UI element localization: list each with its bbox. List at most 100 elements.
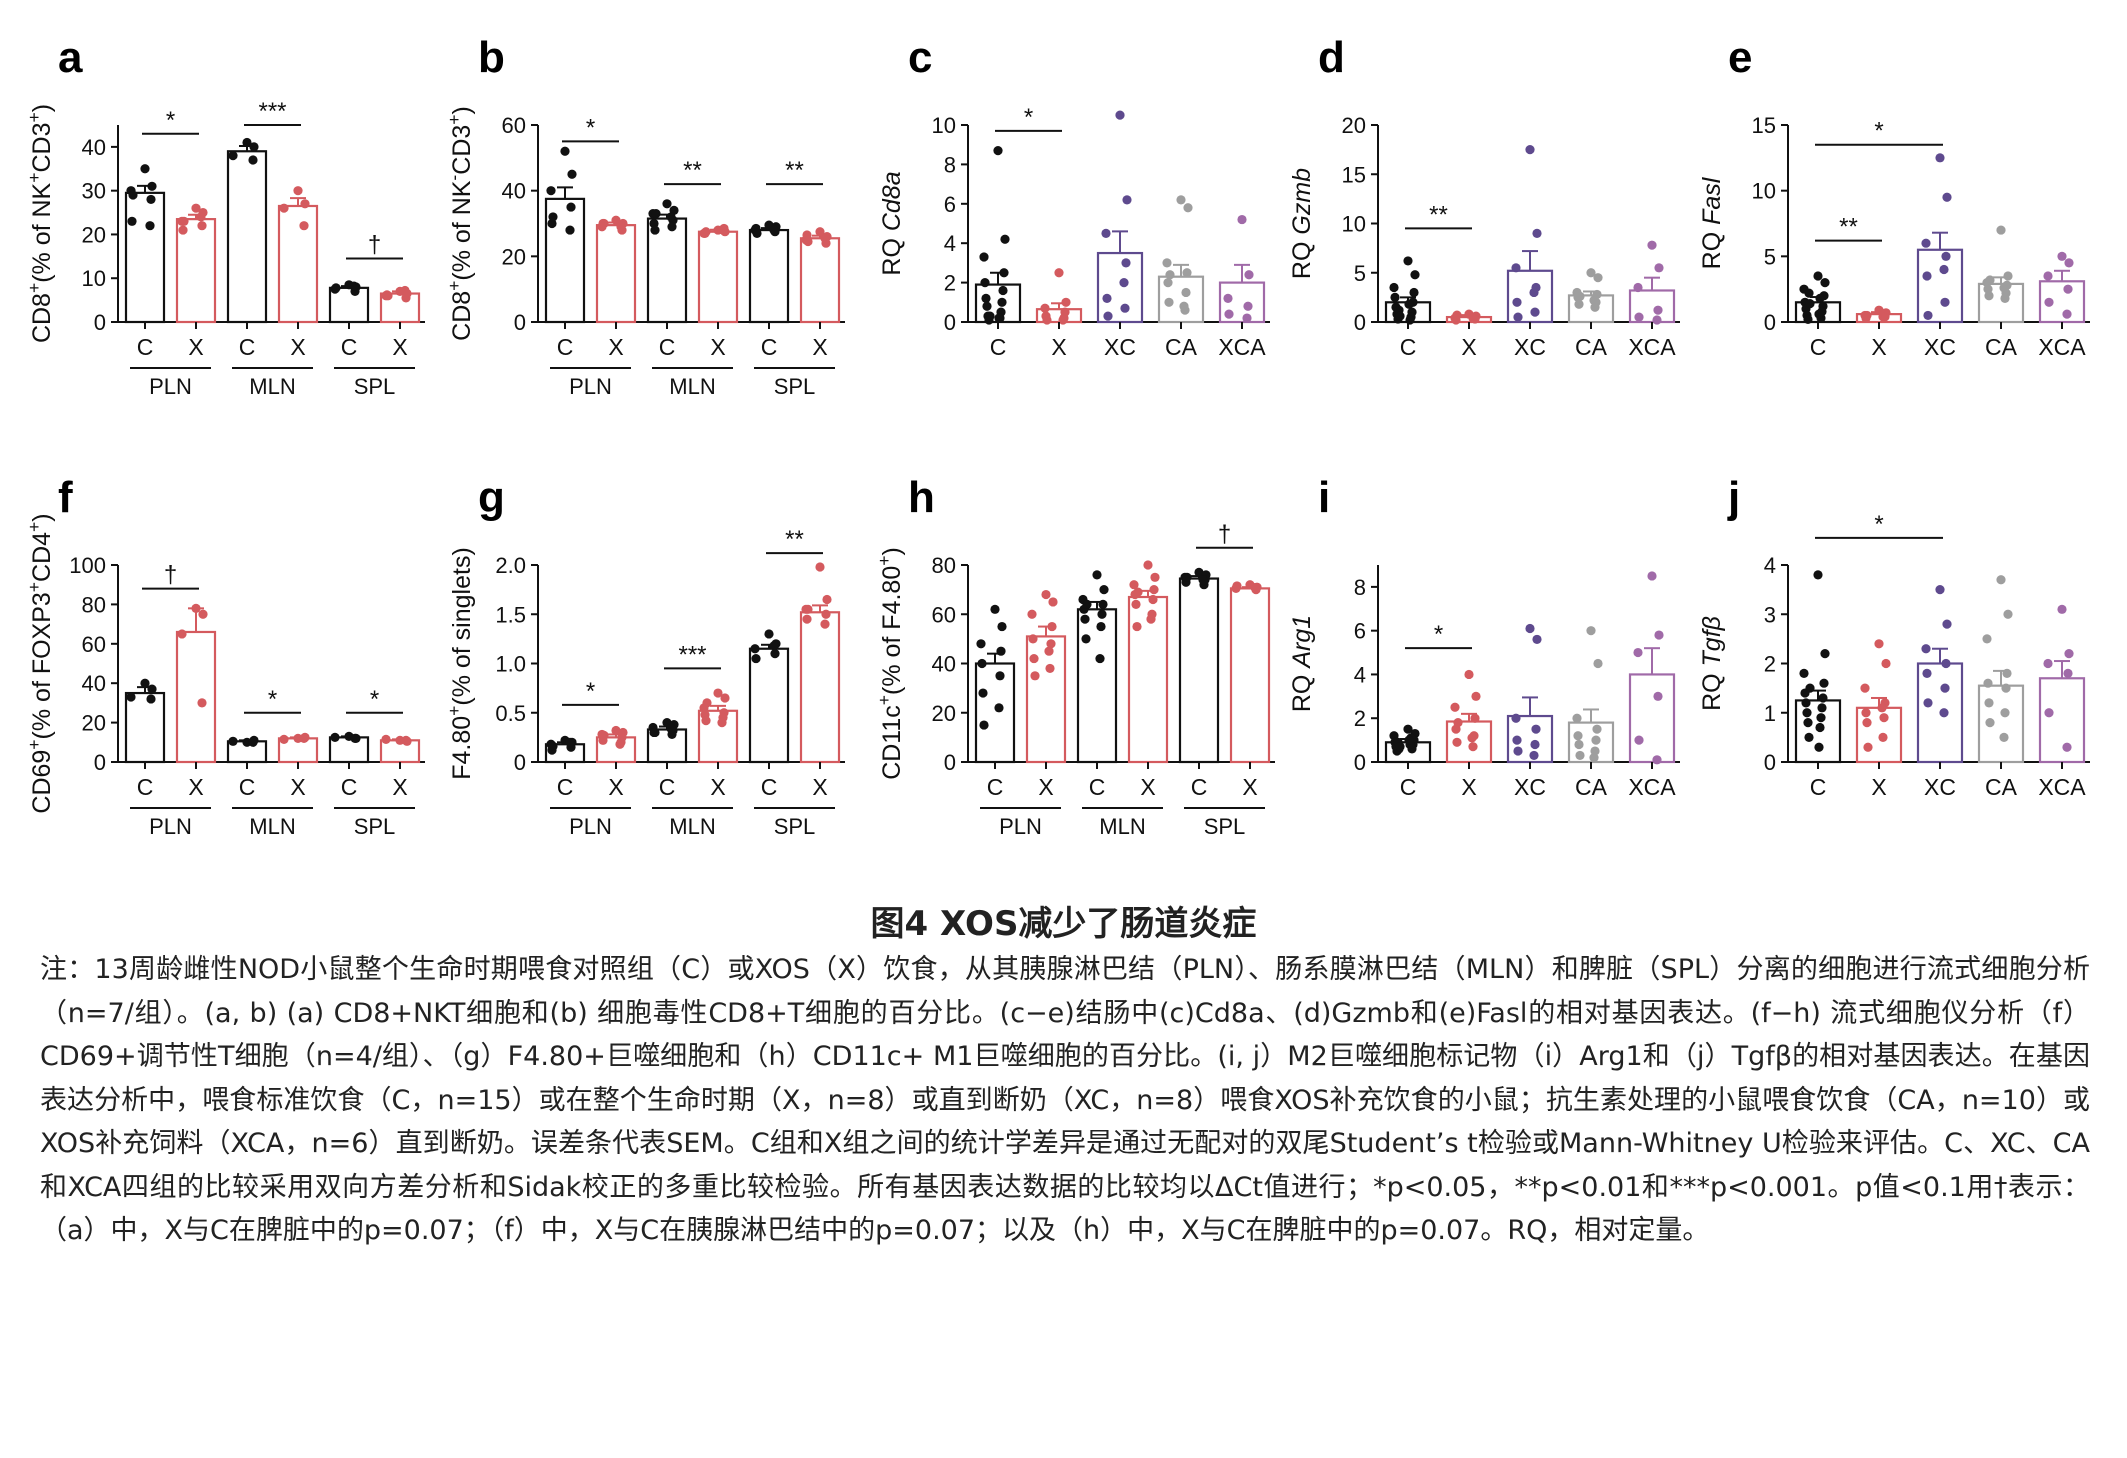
- data-point: [1244, 270, 1254, 280]
- data-point: [1531, 724, 1541, 734]
- data-point: [1813, 271, 1823, 281]
- x-tick-label: X: [290, 334, 305, 360]
- data-point: [249, 142, 259, 152]
- y-tick-label: 0: [94, 750, 106, 775]
- y-tick-label: 8: [1354, 575, 1366, 600]
- group-label: SPL: [354, 814, 396, 839]
- x-tick-label: C: [761, 774, 778, 800]
- y-tick-label: 2: [944, 271, 956, 296]
- x-tick-label: C: [557, 334, 574, 360]
- data-point: [615, 739, 625, 749]
- x-tick-label: X: [392, 774, 407, 800]
- x-tick-label: C: [761, 334, 778, 360]
- data-point: [1921, 644, 1931, 654]
- group-label: PLN: [569, 374, 612, 399]
- data-point: [400, 285, 410, 296]
- group-label: MLN: [669, 374, 715, 399]
- data-point: [1122, 195, 1132, 205]
- x-tick-label: XCA: [2038, 334, 2086, 360]
- data-point: [1801, 698, 1811, 708]
- panel-letter: f: [58, 473, 73, 522]
- data-point: [1586, 268, 1596, 278]
- data-point: [1935, 153, 1945, 163]
- bar-x: [799, 237, 841, 324]
- x-tick-label: CA: [1985, 334, 2018, 360]
- data-point: [1080, 614, 1090, 624]
- data-point: [1511, 713, 1521, 723]
- data-point: [1879, 713, 1889, 723]
- data-point: [1999, 732, 2009, 742]
- x-tick-label: C: [1810, 774, 1827, 800]
- y-tick-label: 40: [502, 179, 526, 204]
- data-point: [770, 649, 780, 659]
- data-point: [2063, 284, 2073, 294]
- data-point: [1242, 313, 1252, 323]
- data-point: [1860, 683, 1870, 693]
- x-tick-label: C: [1400, 774, 1417, 800]
- data-point: [1922, 271, 1932, 281]
- data-point: [299, 733, 309, 743]
- data-point: [383, 291, 393, 301]
- x-tick-label: X: [1140, 774, 1155, 800]
- data-point: [1653, 691, 1663, 701]
- panel-letter: g: [478, 473, 505, 522]
- y-tick-label: 4: [944, 231, 956, 256]
- group-label: MLN: [669, 814, 715, 839]
- y-tick-label: 1: [1764, 701, 1776, 726]
- bar-x: [175, 630, 217, 764]
- data-point: [976, 639, 986, 649]
- data-point: [1243, 301, 1253, 311]
- data-point: [2057, 251, 2067, 261]
- data-point: [718, 225, 728, 235]
- data-point: [197, 698, 207, 708]
- y-axis-label: RQ Tgfβ: [1698, 616, 1726, 711]
- data-point: [1530, 307, 1540, 317]
- data-point: [1574, 739, 1584, 750]
- data-point: [985, 311, 995, 321]
- data-point: [381, 734, 391, 744]
- x-tick-label: X: [392, 334, 407, 360]
- data-point: [1040, 303, 1050, 313]
- data-point: [701, 716, 711, 726]
- y-tick-label: 6: [1354, 619, 1366, 644]
- data-point: [2043, 658, 2053, 669]
- data-point: [565, 225, 575, 235]
- data-point: [1042, 315, 1052, 325]
- y-tick-label: 10: [1752, 179, 1776, 204]
- x-tick-label: XCA: [1628, 774, 1676, 800]
- bar-x: [799, 611, 841, 764]
- x-tick-label: C: [1191, 774, 1208, 800]
- data-point: [1029, 653, 1039, 664]
- x-tick-label: X: [1051, 334, 1066, 360]
- data-point: [1634, 312, 1644, 322]
- data-point: [822, 594, 832, 605]
- data-point: [1982, 634, 1992, 644]
- data-point: [1182, 572, 1192, 582]
- y-tick-label: 60: [82, 632, 106, 657]
- y-tick-label: 10: [1342, 212, 1366, 237]
- x-tick-label: C: [239, 334, 256, 360]
- data-point: [1513, 312, 1523, 322]
- data-point: [2000, 293, 2010, 303]
- significance-label: **: [1839, 214, 1858, 241]
- data-point: [1589, 295, 1599, 305]
- data-point: [802, 614, 812, 624]
- data-point: [978, 688, 988, 698]
- y-tick-label: 15: [1342, 162, 1366, 187]
- x-tick-label: X: [608, 774, 623, 800]
- data-point: [977, 658, 987, 669]
- group-label: SPL: [774, 814, 816, 839]
- data-point: [1985, 275, 1995, 285]
- data-point: [1862, 310, 1872, 321]
- data-point: [145, 221, 155, 231]
- data-point: [1511, 263, 1521, 273]
- bar-xca: [1628, 673, 1676, 764]
- data-point: [2000, 708, 2010, 718]
- data-point: [1163, 278, 1173, 288]
- data-point: [401, 293, 411, 303]
- bar-c: [124, 191, 166, 324]
- y-tick-label: 2: [1354, 706, 1366, 731]
